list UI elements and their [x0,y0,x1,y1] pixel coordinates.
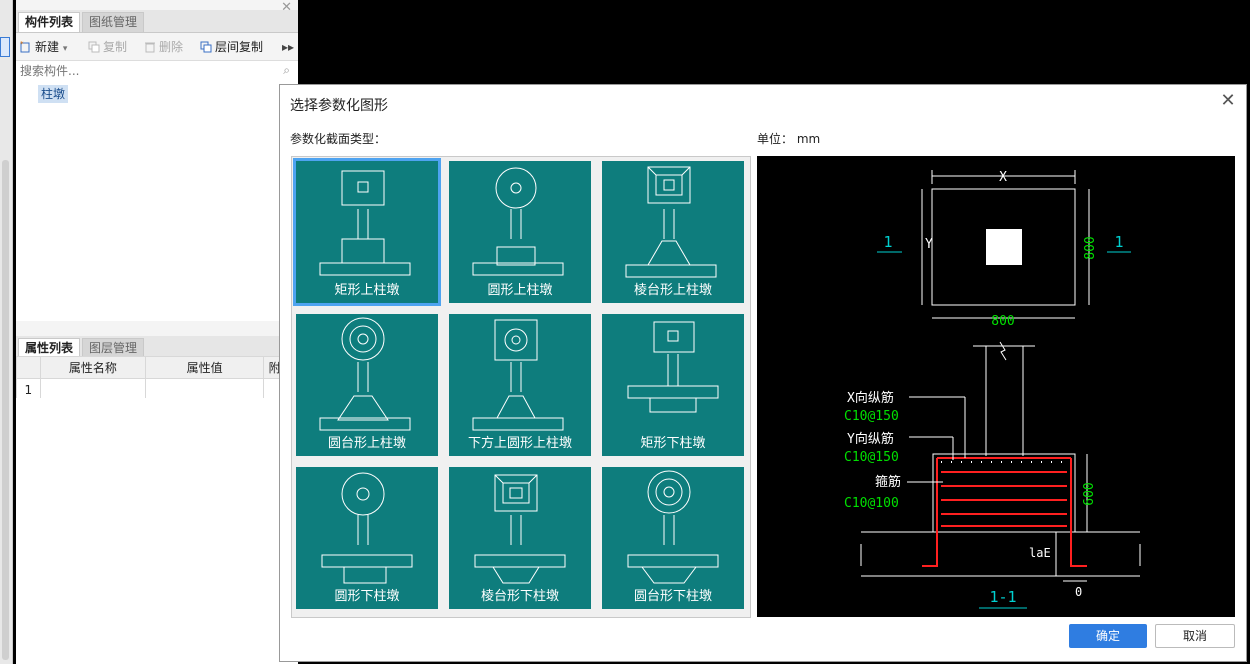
shape-icon [627,321,719,413]
component-tree: 柱墩 [16,81,298,321]
rebar-left [922,458,938,567]
search-input[interactable] [18,63,262,79]
unit-label: 单位： mm [757,132,821,146]
toolbar-more-icon[interactable]: ▸▸ [282,40,295,54]
shape-option-label: 圆形上柱墩 [487,283,553,298]
shape-icon [319,317,411,431]
new-dropdown-icon[interactable]: ▾ [62,44,68,54]
rebar-right [1070,458,1087,567]
copy-icon [88,41,100,53]
dim-600: 600 [1082,482,1097,505]
shape-option[interactable]: 圆形下柱墩 [296,467,438,609]
dim-y-label: Y [925,237,933,252]
shape-option[interactable]: 圆台形上柱墩 [296,314,438,456]
left-scrollbar[interactable] [2,160,9,660]
tab-layer-management[interactable]: 图层管理 [82,338,145,358]
shape-option[interactable]: 矩形下柱墩 [602,314,744,456]
shape-option[interactable]: 下方上圆形上柱墩 [449,314,591,456]
component-tabs: 构件列表 图纸管理 [16,10,298,33]
shape-icon [472,319,564,431]
shape-option-label: 圆形下柱墩 [334,589,400,604]
table-header-row: 属性名称 属性值 附加 [16,356,298,379]
svg-text:*: * [20,41,24,48]
shape-icon [472,167,564,276]
tab-component-list[interactable]: 构件列表 [18,12,81,32]
stirrup-label: 箍筋 [875,474,901,490]
shape-option-label: 矩形下柱墩 [640,436,706,451]
section-mark-left: 1 [883,233,892,251]
y-bar-spec: C10@150 [844,450,899,465]
panel-close-icon[interactable]: ✕ [281,0,292,15]
property-table: 属性名称 属性值 附加 1 [16,356,298,401]
component-panel: 构件列表 图纸管理 ✕ *新建 ▾ 复制 删除 层间复制 ▸▸ ⌕ 柱墩 属性列… [16,0,298,664]
new-button[interactable]: *新建 ▾ [20,40,68,54]
search-icon[interactable]: ⌕ [283,63,290,77]
floor-copy-button[interactable]: 层间复制 [200,39,263,55]
pier-outline [932,453,1076,533]
shape-icon [321,472,413,584]
shape-option-label: 棱台形下柱墩 [480,589,559,604]
shape-option[interactable]: 圆形上柱墩 [449,161,591,303]
tab-drawing-management[interactable]: 图纸管理 [82,12,145,32]
y-bar-label: Y向纵筋 [847,431,894,447]
section-title: 1-1 [989,588,1016,606]
dim-800-vertical: 800 [1083,236,1098,259]
zero-label: 0 [1075,585,1082,599]
shape-option[interactable]: 矩形上柱墩 [296,161,438,303]
ok-button[interactable]: 确定 [1069,624,1147,648]
shape-icon [474,474,566,584]
section-type-label: 参数化截面类型： [290,132,387,146]
column-header: 属性值 [145,356,265,379]
property-area [16,398,298,664]
component-search: ⌕ [16,60,298,82]
trash-icon [144,41,156,53]
shape-icon [627,470,719,584]
copy-button[interactable]: 复制 [88,39,127,55]
floor-copy-icon [200,41,212,53]
shape-option[interactable]: 圆台形下柱墩 [602,467,744,609]
new-icon: * [20,40,32,53]
preview-drawing: X Y 800 800 1 1 [844,170,1141,609]
column-header: 属性名称 [39,356,147,379]
shape-grid: 矩形上柱墩 圆形上柱墩 棱台形上柱墩圆台形上柱墩 下方上圆形上柱墩 矩形下柱墩圆形下柱墩… [291,156,751,618]
plan-column [986,229,1022,265]
x-bar-label: X向纵筋 [847,390,894,406]
tree-item-column-pier[interactable]: 柱墩 [38,85,69,103]
tab-property-list[interactable]: 属性列表 [18,338,81,358]
section-mark-right: 1 [1114,233,1123,251]
cancel-button[interactable]: 取消 [1155,624,1235,648]
close-icon[interactable]: ✕ [1220,90,1236,111]
delete-button[interactable]: 删除 [144,39,183,55]
side-selector[interactable] [0,37,10,57]
shape-option-label: 圆台形上柱墩 [327,436,406,451]
dim-800-horizontal: 800 [991,314,1014,329]
stirrup-spec: C10@100 [844,496,899,511]
x-bar-spec: C10@150 [844,409,899,424]
plan-outline [931,188,1076,306]
parametric-shape-dialog: 选择参数化图形 ✕ 参数化截面类型： 单位： mm 矩形上柱墩 圆形上柱墩 棱台形上… [279,84,1247,662]
dim-x-label: X [999,170,1007,185]
component-toolbar: *新建 ▾ 复制 删除 层间复制 ▸▸ [16,36,298,58]
property-tabs: 属性列表 图层管理 [16,336,298,359]
dialog-title: 选择参数化图形 [290,98,388,114]
lae-label: laE [1029,546,1051,560]
shape-preview: X Y 800 800 1 1 [757,156,1235,617]
shape-option-label: 下方上圆形上柱墩 [467,436,572,451]
shape-option[interactable]: 棱台形下柱墩 [449,467,591,609]
left-edge-strip [0,0,13,664]
row-number-header [16,356,41,379]
shape-option[interactable]: 棱台形上柱墩 [602,161,744,303]
shape-option-label: 棱台形上柱墩 [633,283,712,298]
shape-option-label: 矩形上柱墩 [334,283,400,298]
shape-icon [319,170,411,276]
shape-icon [625,166,717,278]
shape-option-label: 圆台形下柱墩 [633,589,712,604]
